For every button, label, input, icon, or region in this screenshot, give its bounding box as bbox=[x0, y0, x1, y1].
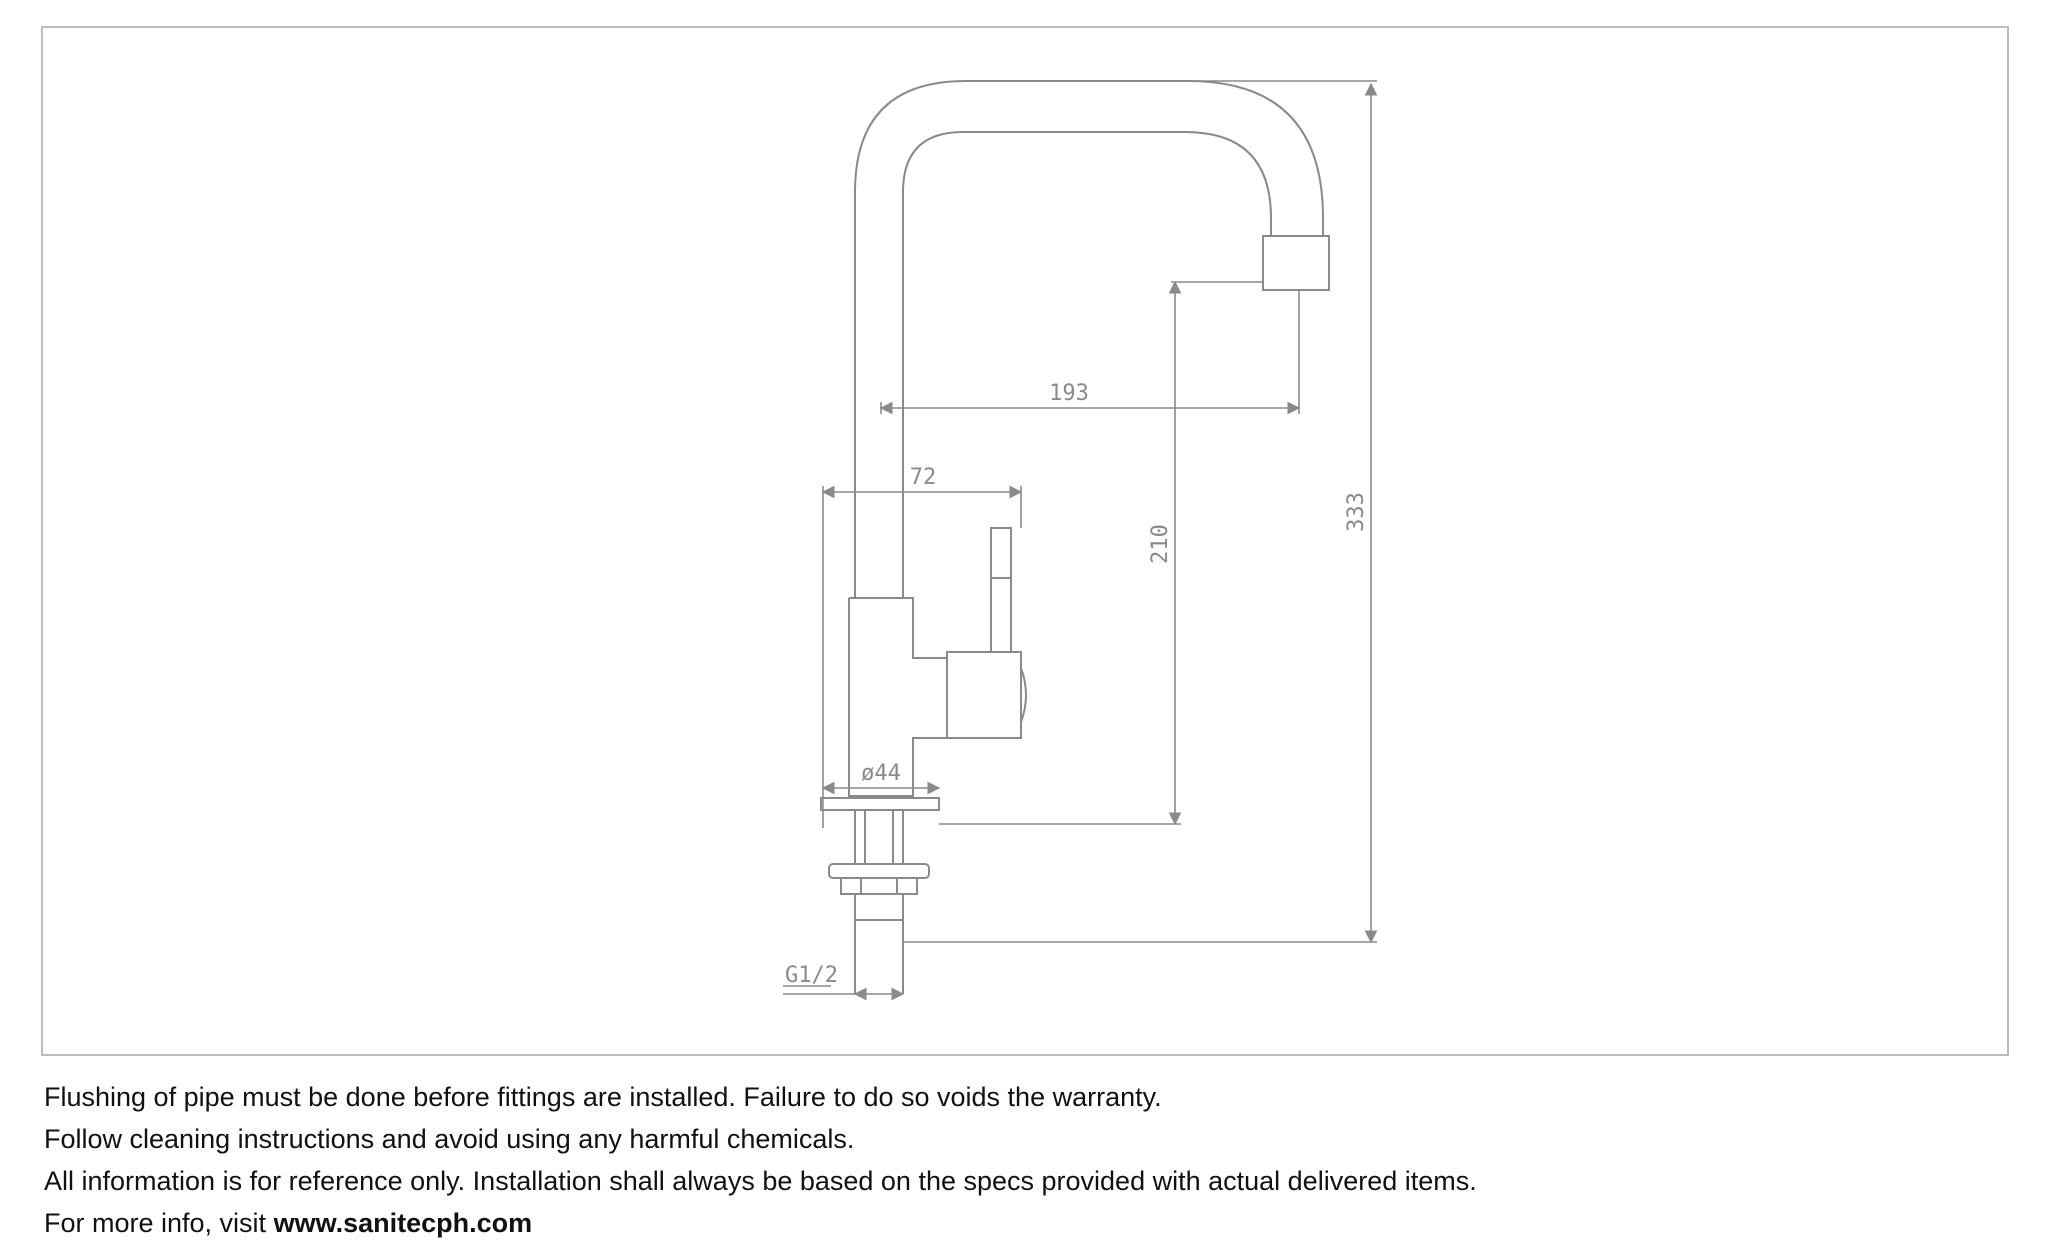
technical-drawing-frame: 193 72 210 333 ø44 G1/2 bbox=[41, 26, 2009, 1056]
thread-label: G1/2 bbox=[785, 963, 838, 988]
base-plate bbox=[820, 797, 940, 811]
more-info-prefix: For more info, visit bbox=[44, 1208, 274, 1238]
body-neck bbox=[848, 597, 914, 640]
installation-notes: Flushing of pipe must be done before fit… bbox=[44, 1076, 2004, 1244]
nut bbox=[840, 877, 918, 895]
washer bbox=[828, 863, 930, 879]
outlet-height-label: 210 bbox=[1148, 524, 1173, 564]
note-more-info: For more info, visit www.sanitecph.com bbox=[44, 1202, 2004, 1244]
faucet-technical-drawing: 193 72 210 333 ø44 G1/2 bbox=[783, 80, 1378, 1001]
handle-cap-curve bbox=[1020, 667, 1027, 723]
note-flushing: Flushing of pipe must be done before fit… bbox=[44, 1082, 1162, 1112]
faucet-outline bbox=[820, 80, 1330, 994]
handle-offset-label: 72 bbox=[910, 465, 937, 490]
note-reference: All information is for reference only. I… bbox=[44, 1166, 1477, 1196]
handle-cylinder bbox=[946, 651, 1022, 739]
lever bbox=[990, 527, 1012, 653]
inlet-pipe bbox=[854, 920, 904, 994]
total-height-label: 333 bbox=[1344, 492, 1369, 532]
note-cleaning: Follow cleaning instructions and avoid u… bbox=[44, 1124, 855, 1154]
thread-collar bbox=[854, 893, 904, 921]
dimension-lines bbox=[783, 80, 1378, 1001]
dimension-labels: 193 72 210 333 ø44 G1/2 bbox=[785, 381, 1369, 988]
reach-label: 193 bbox=[1049, 381, 1089, 406]
aerator bbox=[1262, 235, 1330, 291]
base-diameter-label: ø44 bbox=[861, 761, 901, 786]
spout-inner-line bbox=[902, 131, 1272, 598]
website-link[interactable]: www.sanitecph.com bbox=[273, 1208, 533, 1238]
